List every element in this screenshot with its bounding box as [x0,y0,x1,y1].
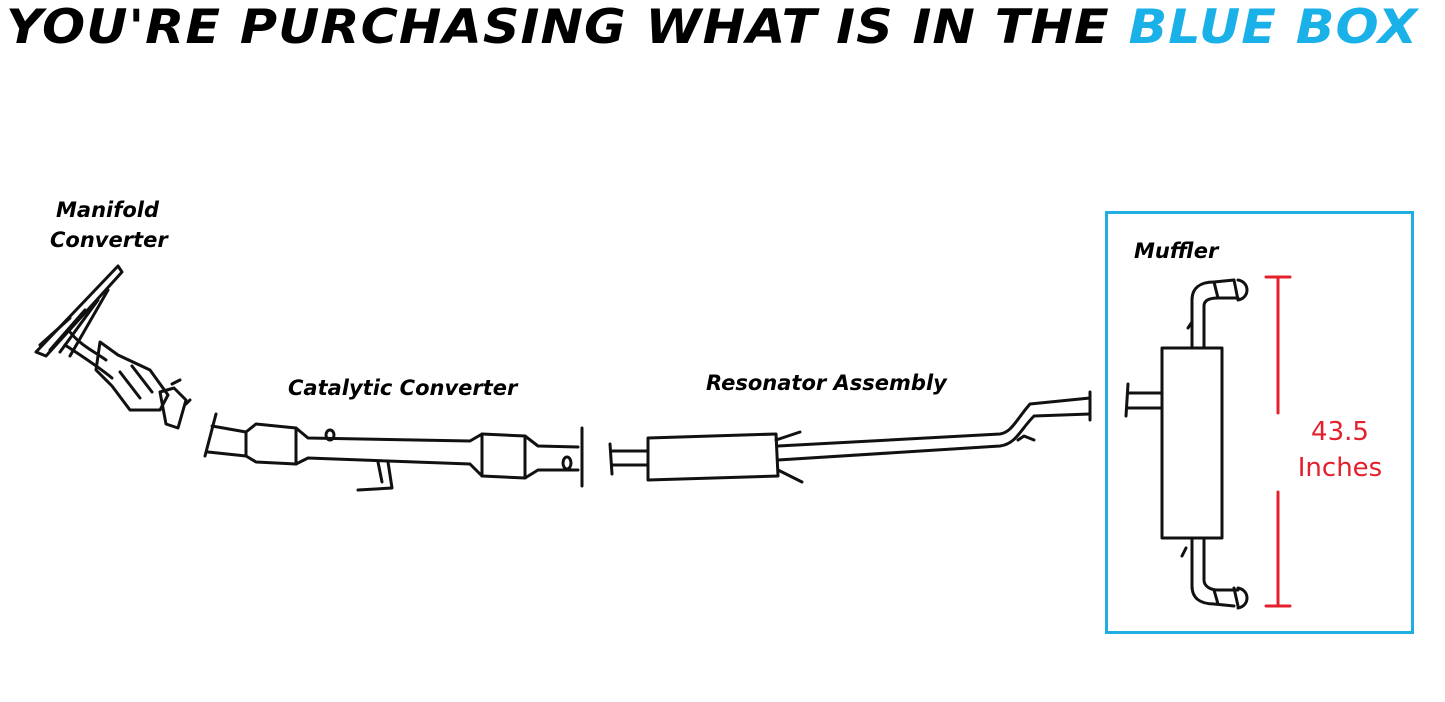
muffler-drawing [1124,278,1249,610]
resonator-assembly-drawing [608,390,1092,484]
label-manifold-converter: Manifold [56,196,159,224]
measurement-value: 43.5 [1311,417,1369,447]
label-manifold-line1: Manifold [56,198,160,222]
headline: YOU'RE PURCHASING WHAT IS IN THE BLUE BO… [6,0,1418,56]
label-manifold-converter-2: Converter [50,226,168,254]
label-manifold-line2: Converter [50,228,168,252]
headline-highlight: BLUE BOX [1128,0,1419,55]
measurement-bar [1264,275,1292,608]
label-muffler: Muffler [1134,239,1219,263]
label-resonator-assembly: Resonator Assembly [706,371,947,395]
blue-box-highlight [1105,211,1414,634]
catalytic-converter-drawing [203,412,584,492]
headline-main: YOU'RE PURCHASING WHAT IS IN THE [6,0,1129,55]
measurement-label: 43.5 Inches [1288,414,1392,486]
manifold-converter-drawing [34,264,192,430]
measurement-unit: Inches [1297,453,1383,483]
label-catalytic-converter: Catalytic Converter [288,376,518,400]
